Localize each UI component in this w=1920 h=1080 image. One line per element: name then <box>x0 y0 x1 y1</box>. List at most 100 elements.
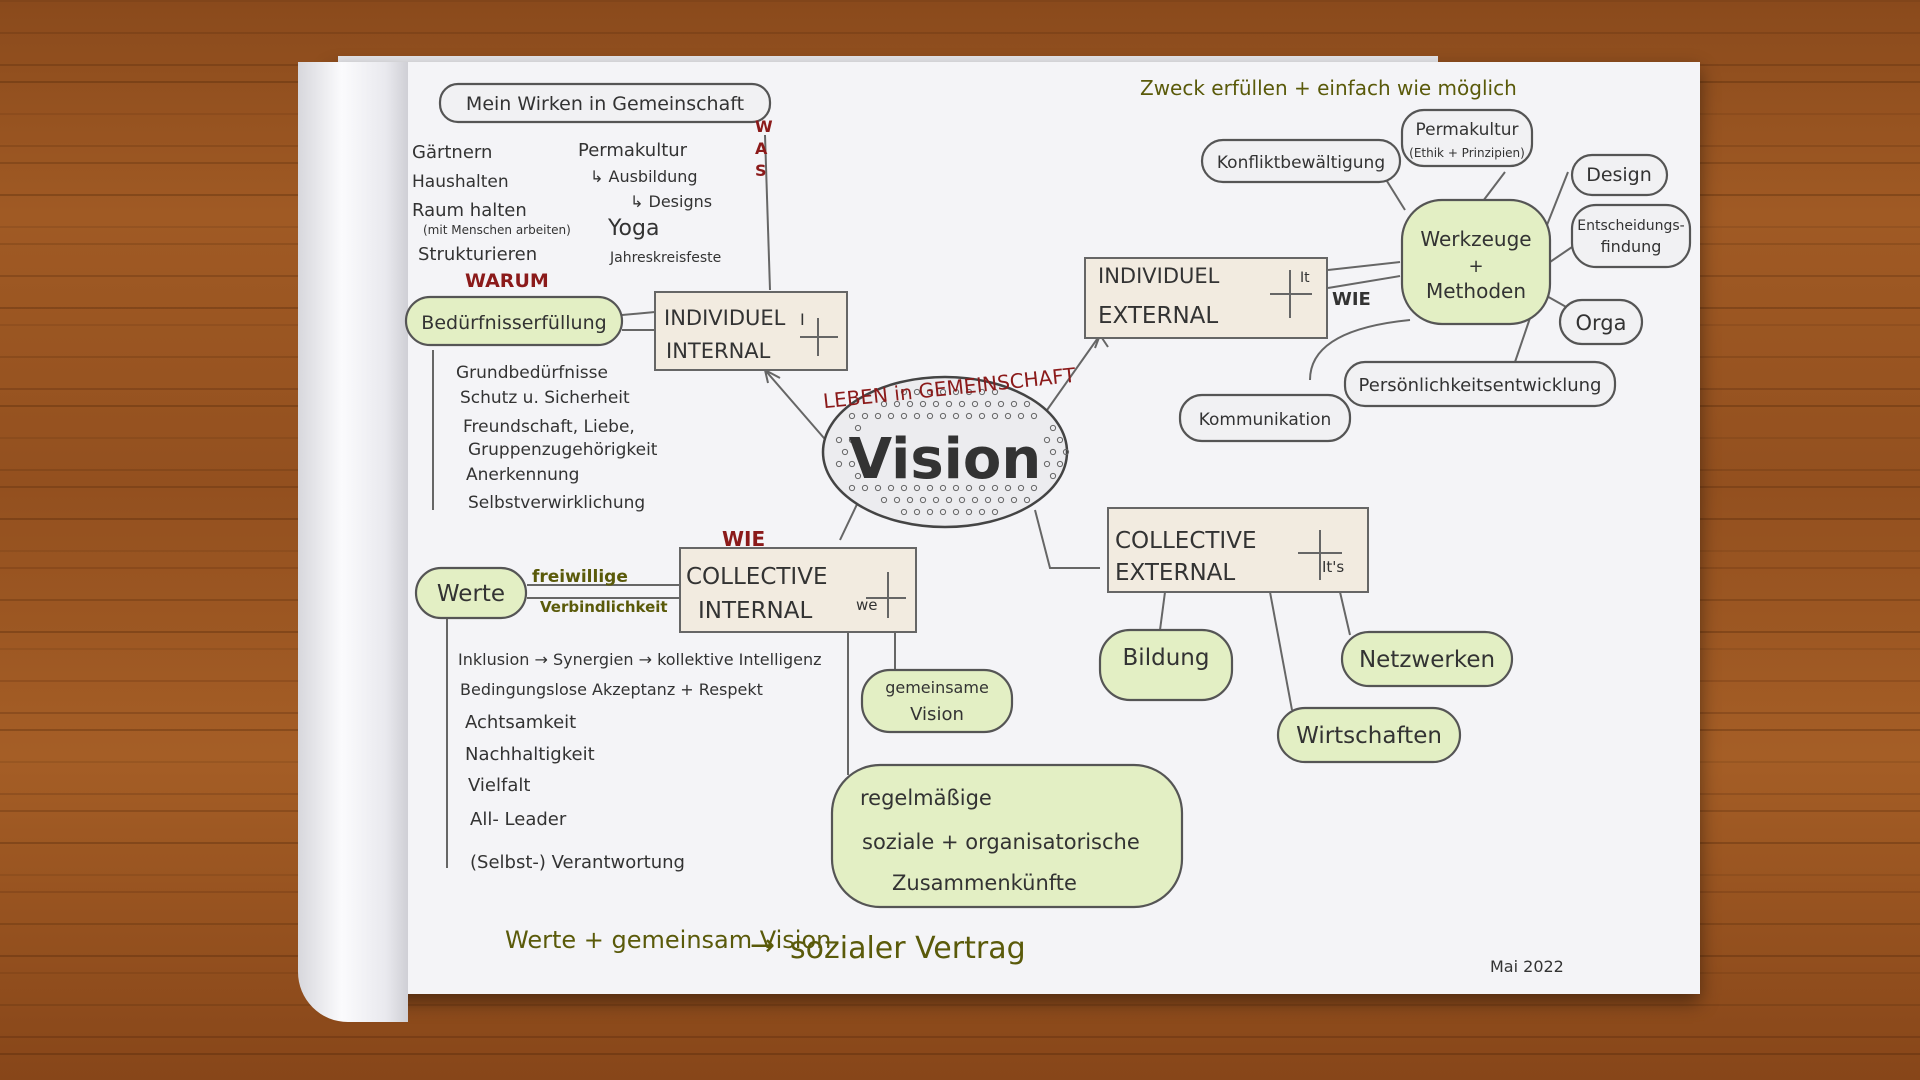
texture-dot <box>835 436 843 444</box>
texture-dot <box>958 400 966 408</box>
texture-dot <box>991 412 999 420</box>
was-right-3: ↳ Designs <box>630 192 712 211</box>
texture-dot <box>906 400 914 408</box>
texture-dot <box>939 508 947 516</box>
texture-dot <box>1043 436 1051 444</box>
was-right-4: Yoga <box>607 216 659 241</box>
entscheidung-line1: Entscheidungs- <box>1577 218 1684 234</box>
values-bubble <box>414 566 528 620</box>
texture-dot <box>971 400 979 408</box>
tools-line1: Werkzeuge <box>1420 227 1531 251</box>
orga-label: Orga <box>1576 311 1627 335</box>
texture-dot <box>1056 436 1064 444</box>
texture-dot <box>926 484 934 492</box>
texture-dot <box>978 484 986 492</box>
texture-dot <box>978 508 986 516</box>
ii-line2: INTERNAL <box>666 339 771 363</box>
texture-dot <box>984 400 992 408</box>
texture-dot <box>939 412 947 420</box>
value-4: Nachhaltigkeit <box>465 744 595 765</box>
texture-dot <box>1004 412 1012 420</box>
texture-dot <box>991 484 999 492</box>
texture-dot <box>880 400 888 408</box>
texture-dot <box>841 448 849 456</box>
individuel-external-box <box>1084 257 1328 339</box>
design-bubble <box>1570 153 1669 197</box>
texture-dot <box>900 388 908 396</box>
texture-dot <box>893 496 901 504</box>
wood-grain <box>0 0 1920 2</box>
wood-grain <box>0 1004 1920 1006</box>
shared-vision-bubble <box>860 668 1014 734</box>
texture-dot <box>1062 448 1070 456</box>
wirtschaften-bubble <box>1276 706 1462 764</box>
formula-arrow: → <box>750 928 775 963</box>
persoenlichkeit-bubble <box>1343 360 1617 408</box>
ce-line1: COLLECTIVE <box>1115 528 1256 554</box>
was-item-2: Haushalten <box>412 172 509 192</box>
meetings-line1: regelmäßige <box>860 786 992 810</box>
texture-dot <box>1056 460 1064 468</box>
texture-dot <box>854 448 862 456</box>
wood-grain <box>0 1053 1920 1055</box>
bildung-bubble <box>1098 628 1234 702</box>
was-item-1: Gärtnern <box>412 142 492 163</box>
texture-dot <box>1030 412 1038 420</box>
texture-dot <box>991 508 999 516</box>
ci-tag: we <box>856 596 878 614</box>
was-item-3: Raum halten <box>412 200 527 221</box>
kommunikation-label: Kommunikation <box>1199 410 1332 430</box>
paper-roll <box>298 62 408 1022</box>
value-6: All- Leader <box>470 809 567 830</box>
needs-bubble-label: Bedürfnisserfüllung <box>421 312 606 334</box>
ii-tag: I <box>800 310 805 329</box>
ie-line1: INDIVIDUEL <box>1098 264 1220 288</box>
texture-dot <box>913 508 921 516</box>
wirtschaften-label: Wirtschaften <box>1296 723 1442 749</box>
texture-dot <box>913 484 921 492</box>
texture-dot <box>1049 448 1057 456</box>
texture-dot <box>848 460 856 468</box>
texture-dot <box>887 412 895 420</box>
permakultur-bubble <box>1400 108 1534 168</box>
ii-line1: INDIVIDUEL <box>664 306 786 330</box>
bildung-label: Bildung <box>1123 645 1210 671</box>
texture-dot <box>913 412 921 420</box>
texture-dot <box>919 496 927 504</box>
texture-dot <box>1043 460 1051 468</box>
netzwerken-bubble <box>1340 630 1514 688</box>
texture-dot <box>906 496 914 504</box>
tools-line2: + <box>1468 256 1483 277</box>
was-right-5: Jahreskreisfeste <box>609 250 721 266</box>
design-label: Design <box>1586 164 1652 186</box>
texture-dot <box>926 412 934 420</box>
texture-dot <box>900 508 908 516</box>
connector-line1: freiwillige <box>532 567 628 587</box>
texture-dot <box>1017 484 1025 492</box>
texture-dot <box>1030 484 1038 492</box>
wood-grain <box>0 1036 1920 1038</box>
texture-dot <box>932 400 940 408</box>
konflikt-bubble <box>1200 138 1402 184</box>
ci-line1: COLLECTIVE <box>686 564 827 590</box>
persoenlichkeit-label: Persönlichkeitsentwicklung <box>1359 375 1602 396</box>
texture-dot <box>978 412 986 420</box>
texture-dot <box>952 484 960 492</box>
texture-dot <box>997 400 1005 408</box>
warum-label: WARUM <box>465 270 549 292</box>
texture-dot <box>854 472 862 480</box>
connector-line2: Verbindlichkeit <box>540 598 668 616</box>
connector-lines <box>432 134 1576 868</box>
texture-dot <box>952 388 960 396</box>
ie-wie-label: WIE <box>1332 289 1371 310</box>
texture-dot <box>952 412 960 420</box>
need-6: Selbstverwirklichung <box>468 493 645 513</box>
texture-dot <box>1023 496 1031 504</box>
texture-dot <box>926 508 934 516</box>
texture-dot <box>900 484 908 492</box>
tools-bubble <box>1400 198 1552 326</box>
texture-dot <box>874 484 882 492</box>
texture-dot <box>1023 400 1031 408</box>
value-5: Vielfalt <box>468 775 530 796</box>
need-5: Anerkennung <box>466 465 579 485</box>
